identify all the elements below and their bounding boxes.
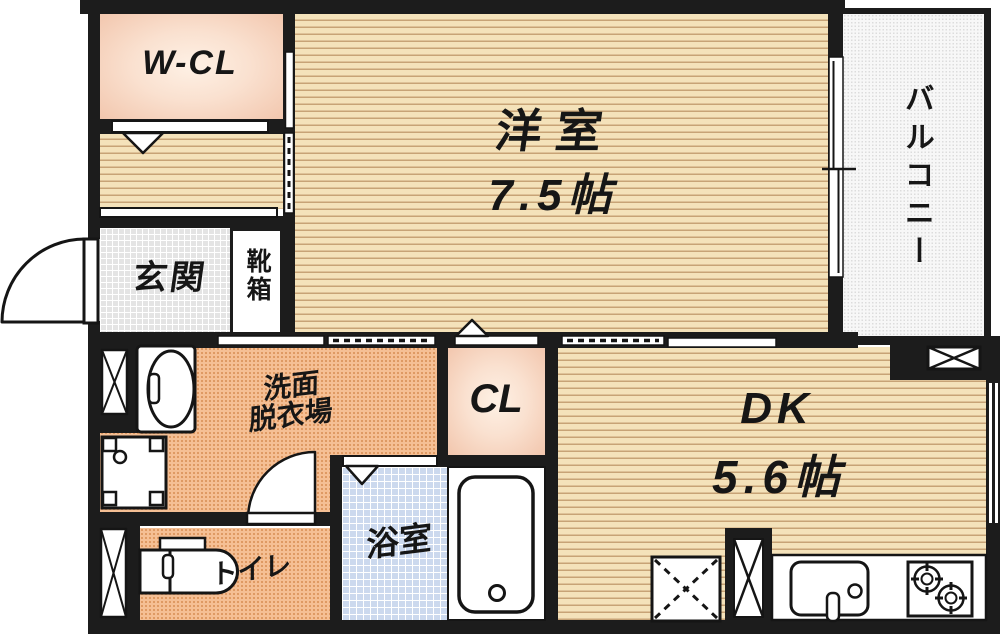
wall-dk-left bbox=[545, 332, 558, 620]
pipe-space-washroom-x2 bbox=[101, 349, 128, 415]
label-entrance: 玄関 bbox=[130, 259, 210, 298]
entrance-door-swing-arc bbox=[0, 237, 87, 324]
dk-window-line-2 bbox=[995, 383, 998, 523]
shoe-box bbox=[230, 228, 283, 335]
closet-door-swing-triangle bbox=[454, 318, 490, 338]
wall-left-lower bbox=[88, 321, 100, 634]
wcl-door-swing-triangle bbox=[121, 131, 165, 155]
label-western-room: 洋室 bbox=[492, 104, 620, 157]
wcl-door bbox=[111, 120, 269, 133]
bathroom-door bbox=[342, 455, 438, 467]
pan-corner-1 bbox=[101, 436, 118, 453]
wall-top bbox=[80, 0, 845, 14]
room-balcony bbox=[843, 14, 984, 336]
label-washroom: 洗面 脱衣場 bbox=[249, 366, 333, 437]
label-shoe-box: 靴箱 bbox=[243, 248, 272, 304]
toilet-door-swing-arc bbox=[246, 450, 317, 521]
balcony-border-right bbox=[984, 8, 991, 338]
label-closet: CL bbox=[469, 377, 523, 421]
label-dining-kitchen-size: 5.6帖 bbox=[712, 450, 846, 503]
pan-corner-2 bbox=[148, 436, 165, 453]
room-western-room bbox=[295, 14, 828, 332]
pipe-shaft-x2 bbox=[732, 538, 765, 618]
balcony-border-top bbox=[843, 8, 991, 14]
pan-corner-3 bbox=[101, 490, 118, 507]
opening-bedroom-dk bbox=[667, 337, 777, 348]
refrigerator-space-x2 bbox=[653, 558, 719, 620]
wall-bottom bbox=[88, 620, 1000, 634]
room-corridor bbox=[100, 133, 283, 209]
toilet-door-leaf bbox=[245, 511, 317, 526]
wall-cabinet-x2 bbox=[927, 345, 981, 371]
pipe-space-toilet-x2 bbox=[100, 528, 127, 618]
bathtub-drain bbox=[488, 584, 506, 602]
stove-burner-1-inner bbox=[920, 572, 934, 586]
bathroom-door-swing-triangle bbox=[344, 464, 380, 486]
bathtub bbox=[457, 475, 535, 614]
washbasin-faucet bbox=[147, 372, 161, 405]
room-walk-in-closet bbox=[100, 12, 283, 120]
wall-closet-left bbox=[437, 332, 448, 467]
wall-bathroom-left bbox=[330, 455, 342, 620]
entrance-step-strip bbox=[99, 207, 278, 218]
stove-burner-2-inner bbox=[944, 591, 958, 605]
toilet-seat-hinge bbox=[161, 553, 175, 580]
label-western-room-size: 7.5帖 bbox=[488, 170, 618, 220]
toilet-bowl bbox=[168, 548, 239, 595]
label-dining-kitchen: DK bbox=[740, 383, 814, 433]
wall-entrance-top bbox=[100, 216, 283, 228]
balcony-window bbox=[828, 56, 844, 278]
sink-drain bbox=[847, 583, 863, 599]
label-walk-in-closet: W-CL bbox=[142, 44, 238, 83]
bedroom-sliding-door-panel bbox=[284, 51, 295, 129]
label-balcony: バルコニー bbox=[899, 83, 933, 273]
wall-left-upper bbox=[88, 0, 100, 239]
room-closet bbox=[448, 347, 545, 455]
dk-window-line-1 bbox=[989, 383, 992, 523]
toilet-lid bbox=[158, 536, 207, 552]
room-entrance bbox=[100, 228, 231, 335]
entrance-door-leaf bbox=[82, 237, 100, 325]
wall-balcony-bottom bbox=[843, 336, 1000, 345]
kitchen-faucet bbox=[825, 591, 841, 623]
pan-corner-4 bbox=[148, 490, 165, 507]
closet-door bbox=[454, 335, 539, 346]
opening-hall-washroom bbox=[217, 335, 325, 346]
pan-drain bbox=[112, 449, 128, 465]
